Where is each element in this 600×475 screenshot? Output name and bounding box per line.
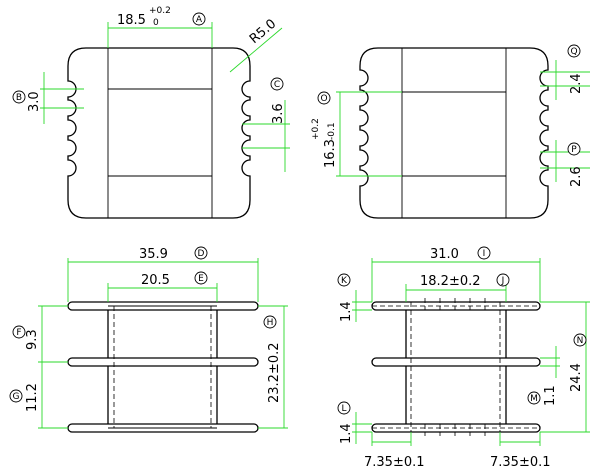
dim-i-value: 31.0 <box>430 247 459 262</box>
dim-p-tag: P <box>571 145 577 155</box>
dim-h-tag: H <box>267 318 274 328</box>
dim-k-tag: K <box>341 276 348 286</box>
dim-o-value: 16.3 <box>323 139 338 168</box>
dim-p-value: 2.6 <box>569 166 584 187</box>
dim-e-tag: E <box>198 274 204 284</box>
top-left-view: 18.5 +0.2 0 A R5.0 3.0 B 3.6 C <box>12 6 290 219</box>
top-right-outline <box>359 47 549 219</box>
dim-l-value: 1.4 <box>339 423 354 444</box>
dim-b-tag: B <box>16 93 22 103</box>
dim-d-tag: D <box>198 249 205 259</box>
dim-a-tol-upper: +0.2 <box>149 6 171 16</box>
bottom-left-view: 35.9 D 20.5 E 9.3 F 11.2 G 23.2±0.2 H <box>9 246 288 433</box>
radius-label: R5.0 <box>247 16 279 47</box>
dim-i-tag: I <box>483 249 486 259</box>
dim-n-tag: N <box>577 336 584 346</box>
dim-e-value: 20.5 <box>141 273 170 288</box>
top-left-outline <box>67 47 251 219</box>
dim-n-value: 24.4 <box>569 363 584 392</box>
dim-j-value: 18.2±0.2 <box>420 274 481 289</box>
dim-g-tag: G <box>13 392 20 402</box>
dim-f-value: 9.3 <box>25 329 40 350</box>
dim-q-tag: Q <box>570 47 577 57</box>
dim-d-value: 35.9 <box>139 247 168 262</box>
dim-o-tag: O <box>320 94 327 104</box>
dim-a-tol-lower: 0 <box>153 18 159 28</box>
dim-l-tag: L <box>341 404 346 414</box>
dim-h-value: 23.2±0.2 <box>267 342 282 403</box>
dim-j-tag: J <box>501 276 505 286</box>
dim-right-value: 7.35±0.1 <box>490 455 551 470</box>
dim-g-value: 11.2 <box>25 383 40 412</box>
dim-a-value: 18.5 <box>117 13 146 28</box>
dim-left-value: 7.35±0.1 <box>364 455 425 470</box>
dim-f-tag: F <box>16 328 21 338</box>
dim-m-value: 1.1 <box>543 385 558 406</box>
dim-a-tag: A <box>196 15 203 25</box>
dim-c-tag: C <box>274 80 280 90</box>
dim-q-value: 2.4 <box>569 73 584 94</box>
top-right-view: 16.3 +0.2 -0.1 O 2.4 Q 2.6 P <box>311 44 590 219</box>
dim-m-tag: M <box>530 394 538 404</box>
bottom-right-view: 31.0 I 18.2±0.2 J 1.4 K 1.4 L 24.4 N <box>337 246 590 470</box>
dim-b-value: 3.0 <box>27 91 42 112</box>
dim-c-value: 3.6 <box>271 103 286 124</box>
dim-k-value: 1.4 <box>339 301 354 322</box>
dim-o-tol-upper: +0.2 <box>311 118 321 140</box>
dim-o-tol-lower: -0.1 <box>327 122 337 140</box>
